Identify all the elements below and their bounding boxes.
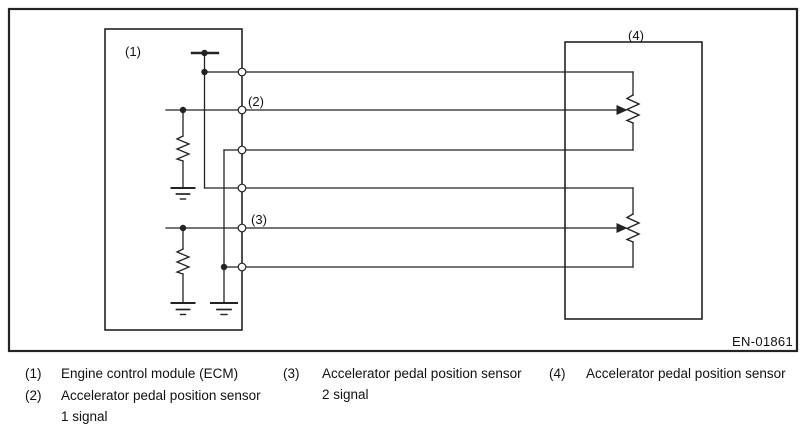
legend-num-4: (4) bbox=[549, 366, 566, 381]
wire-pot2-return bbox=[223, 241, 634, 268]
connector-pins bbox=[237, 67, 247, 272]
junction-dot bbox=[201, 49, 208, 57]
legend-item-3: (3) Accelerator pedal position sensor 2 … bbox=[283, 363, 522, 405]
junction-dot bbox=[220, 263, 228, 271]
ground-2-icon bbox=[170, 302, 196, 316]
wire-pot1-return bbox=[223, 122, 634, 304]
junction-dot bbox=[179, 106, 187, 114]
connector-pin bbox=[237, 183, 247, 193]
resistor-2-icon bbox=[175, 227, 191, 304]
legend-num-2: (2) bbox=[25, 388, 42, 403]
legend-num-1: (1) bbox=[25, 366, 42, 381]
wiper-arrow-1-icon bbox=[616, 105, 628, 115]
legend-label-2-line2: 1 signal bbox=[61, 409, 108, 424]
connector-pin bbox=[237, 223, 247, 233]
legend-label-3-line2: 2 signal bbox=[322, 387, 369, 402]
junction-dot bbox=[179, 224, 187, 232]
figure-code: EN-01861 bbox=[732, 334, 793, 349]
legend-item-2: (2) Accelerator pedal position sensor 1 … bbox=[25, 385, 261, 427]
legend-label-1: Engine control module (ECM) bbox=[61, 366, 239, 381]
legend-label-2: Accelerator pedal position sensor bbox=[61, 388, 261, 403]
ground-3-icon bbox=[210, 302, 238, 316]
junction-dots bbox=[179, 49, 228, 271]
ground-1-icon bbox=[170, 187, 196, 200]
wire-pot2-supply bbox=[203, 187, 634, 215]
callout-3: (3) bbox=[251, 212, 267, 227]
potentiometer-2-icon bbox=[625, 213, 641, 243]
connector-pin bbox=[237, 67, 247, 77]
potentiometer-1-icon bbox=[625, 94, 641, 124]
callout-4: (4) bbox=[628, 28, 644, 43]
connector-pin bbox=[237, 105, 247, 115]
legend-item-1: (1) Engine control module (ECM) bbox=[25, 363, 238, 384]
legend-item-4: (4) Accelerator pedal position sensor bbox=[549, 363, 786, 384]
callout-2: (2) bbox=[248, 94, 264, 109]
legend-label-4: Accelerator pedal position sensor bbox=[586, 366, 786, 381]
wire-pot1-supply bbox=[203, 71, 634, 96]
junction-dot bbox=[201, 68, 208, 76]
callout-1: (1) bbox=[125, 44, 141, 59]
connector-pin bbox=[237, 145, 247, 155]
sensor-box bbox=[564, 41, 703, 320]
wiring-diagram: (1) (2) (3) (4) EN-01861 bbox=[7, 7, 799, 353]
connector-pin bbox=[237, 262, 247, 272]
legend-label-3: Accelerator pedal position sensor bbox=[322, 366, 522, 381]
diagram-border bbox=[7, 7, 799, 353]
wiper-arrow-2-icon bbox=[616, 223, 628, 233]
ecm-box bbox=[104, 28, 243, 331]
legend-num-3: (3) bbox=[283, 366, 300, 381]
resistor-1-icon bbox=[175, 109, 191, 189]
